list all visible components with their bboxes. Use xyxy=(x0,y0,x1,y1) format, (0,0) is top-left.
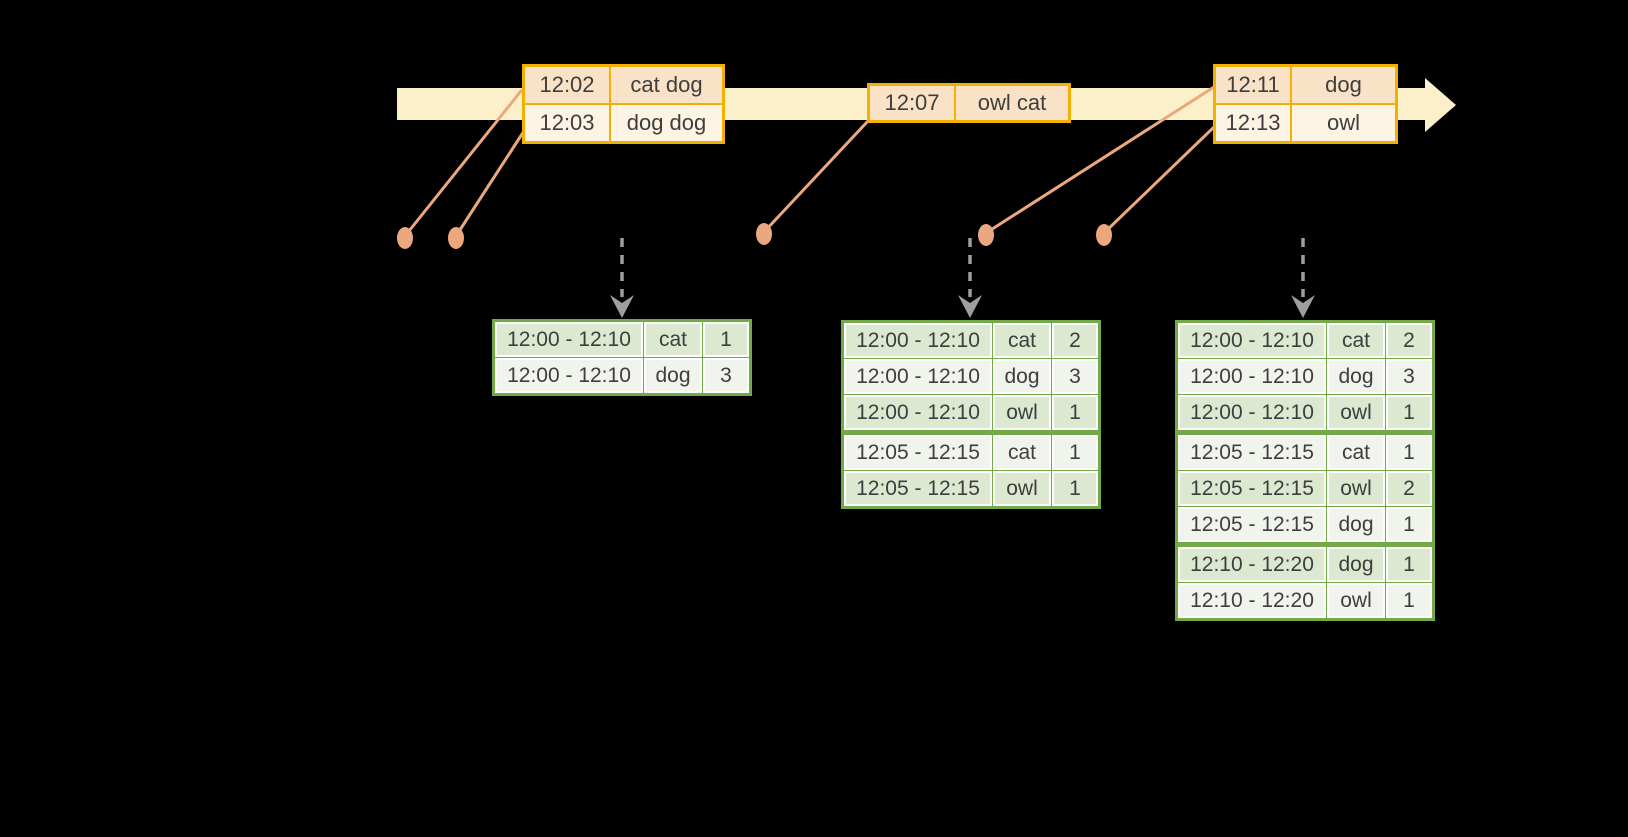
window-cell: 12:05 - 12:15 xyxy=(844,435,992,470)
count-cell: 3 xyxy=(703,358,749,393)
trigger-arrowheads xyxy=(610,295,1315,318)
timeline-arrowhead-icon xyxy=(1425,78,1456,132)
table-row: 12:00 - 12:10 dog 3 xyxy=(844,359,1098,394)
count-cell: 1 xyxy=(703,322,749,357)
table-row: 12:00 - 12:10 dog 3 xyxy=(1178,359,1432,394)
window-cell: 12:00 - 12:10 xyxy=(495,322,643,357)
event-words-cell: owl cat xyxy=(956,86,1068,120)
event-words-cell: cat dog xyxy=(611,67,722,103)
count-cell: 1 xyxy=(1386,435,1432,470)
count-cell: 1 xyxy=(1052,471,1098,506)
event-box: 12:07 owl cat xyxy=(867,83,1071,123)
count-cell: 3 xyxy=(1052,359,1098,394)
word-cell: dog xyxy=(1327,359,1385,394)
count-cell: 3 xyxy=(1386,359,1432,394)
word-cell: dog xyxy=(993,359,1051,394)
word-cell: cat xyxy=(993,435,1051,470)
event-box: 12:11 dog 12:13 owl xyxy=(1213,64,1398,144)
event-dot xyxy=(397,227,413,249)
trigger-arrows xyxy=(620,238,1305,297)
event-time-cell: 12:03 xyxy=(525,105,609,141)
event-connector-line xyxy=(762,119,870,234)
table-row: 12:10 - 12:20 owl 1 xyxy=(1178,583,1432,618)
event-words-cell: dog dog xyxy=(611,105,722,141)
word-cell: dog xyxy=(1327,547,1385,582)
event-time-cell: 12:07 xyxy=(870,86,954,120)
result-table: 12:00 - 12:10 cat 2 12:00 - 12:10 dog 3 … xyxy=(841,320,1101,509)
table-row: 12:00 - 12:10 owl 1 xyxy=(844,395,1098,430)
event-connector-line xyxy=(454,129,526,238)
window-cell: 12:05 - 12:15 xyxy=(1178,435,1326,470)
trigger-arrowhead-icon xyxy=(610,295,634,318)
window-cell: 12:05 - 12:15 xyxy=(844,471,992,506)
window-cell: 12:00 - 12:10 xyxy=(844,395,992,430)
table-row: 12:00 - 12:10 owl 1 xyxy=(1178,395,1432,430)
event-connector-line xyxy=(403,89,523,238)
result-table: 12:00 - 12:10 cat 2 12:00 - 12:10 dog 3 … xyxy=(1175,320,1435,621)
event-dot xyxy=(1096,224,1112,246)
window-cell: 12:10 - 12:20 xyxy=(1178,583,1326,618)
event-dots xyxy=(397,223,1112,249)
table-row: 12:05 - 12:15 dog 1 xyxy=(1178,507,1432,542)
count-cell: 1 xyxy=(1386,547,1432,582)
word-cell: cat xyxy=(993,323,1051,358)
word-cell: owl xyxy=(993,395,1051,430)
word-cell: dog xyxy=(644,358,702,393)
event-words-cell: owl xyxy=(1292,105,1395,141)
window-cell: 12:00 - 12:10 xyxy=(1178,359,1326,394)
event-box: 12:02 cat dog 12:03 dog dog xyxy=(522,64,725,144)
window-cell: 12:00 - 12:10 xyxy=(844,323,992,358)
count-cell: 2 xyxy=(1052,323,1098,358)
window-cell: 12:05 - 12:15 xyxy=(1178,471,1326,506)
word-cell: owl xyxy=(1327,395,1385,430)
event-time-cell: 12:11 xyxy=(1216,67,1290,103)
event-connectors xyxy=(403,85,1216,238)
event-words-cell: dog xyxy=(1292,67,1395,103)
table-row: 12:05 - 12:15 owl 2 xyxy=(1178,471,1432,506)
table-row: 12:00 - 12:10 cat 1 xyxy=(495,322,749,357)
window-cell: 12:00 - 12:10 xyxy=(1178,395,1326,430)
event-dot xyxy=(756,223,772,245)
table-row: 12:00 - 12:10 cat 2 xyxy=(1178,323,1432,358)
count-cell: 1 xyxy=(1052,395,1098,430)
event-connector-line xyxy=(984,85,1216,235)
event-time-cell: 12:02 xyxy=(525,67,609,103)
event-time-cell: 12:13 xyxy=(1216,105,1290,141)
event-dot xyxy=(448,227,464,249)
event-connector-line xyxy=(1102,125,1216,235)
table-row: 12:05 - 12:15 cat 1 xyxy=(1178,435,1432,470)
window-cell: 12:00 - 12:10 xyxy=(844,359,992,394)
table-row: 12:10 - 12:20 dog 1 xyxy=(1178,547,1432,582)
window-cell: 12:05 - 12:15 xyxy=(1178,507,1326,542)
count-cell: 2 xyxy=(1386,471,1432,506)
word-cell: owl xyxy=(993,471,1051,506)
word-cell: owl xyxy=(1327,583,1385,618)
word-cell: owl xyxy=(1327,471,1385,506)
table-row: 12:00 - 12:10 cat 2 xyxy=(844,323,1098,358)
event-dot xyxy=(978,224,994,246)
window-cell: 12:00 - 12:10 xyxy=(1178,323,1326,358)
word-cell: cat xyxy=(1327,435,1385,470)
count-cell: 1 xyxy=(1386,395,1432,430)
count-cell: 1 xyxy=(1386,507,1432,542)
table-row: 12:00 - 12:10 dog 3 xyxy=(495,358,749,393)
trigger-arrowhead-icon xyxy=(1291,295,1315,318)
word-cell: dog xyxy=(1327,507,1385,542)
table-row: 12:05 - 12:15 cat 1 xyxy=(844,435,1098,470)
word-cell: cat xyxy=(1327,323,1385,358)
count-cell: 1 xyxy=(1386,583,1432,618)
window-cell: 12:10 - 12:20 xyxy=(1178,547,1326,582)
window-cell: 12:00 - 12:10 xyxy=(495,358,643,393)
table-row: 12:05 - 12:15 owl 1 xyxy=(844,471,1098,506)
word-cell: cat xyxy=(644,322,702,357)
trigger-arrowhead-icon xyxy=(958,295,982,318)
count-cell: 1 xyxy=(1052,435,1098,470)
result-table: 12:00 - 12:10 cat 1 12:00 - 12:10 dog 3 xyxy=(492,319,752,396)
count-cell: 2 xyxy=(1386,323,1432,358)
